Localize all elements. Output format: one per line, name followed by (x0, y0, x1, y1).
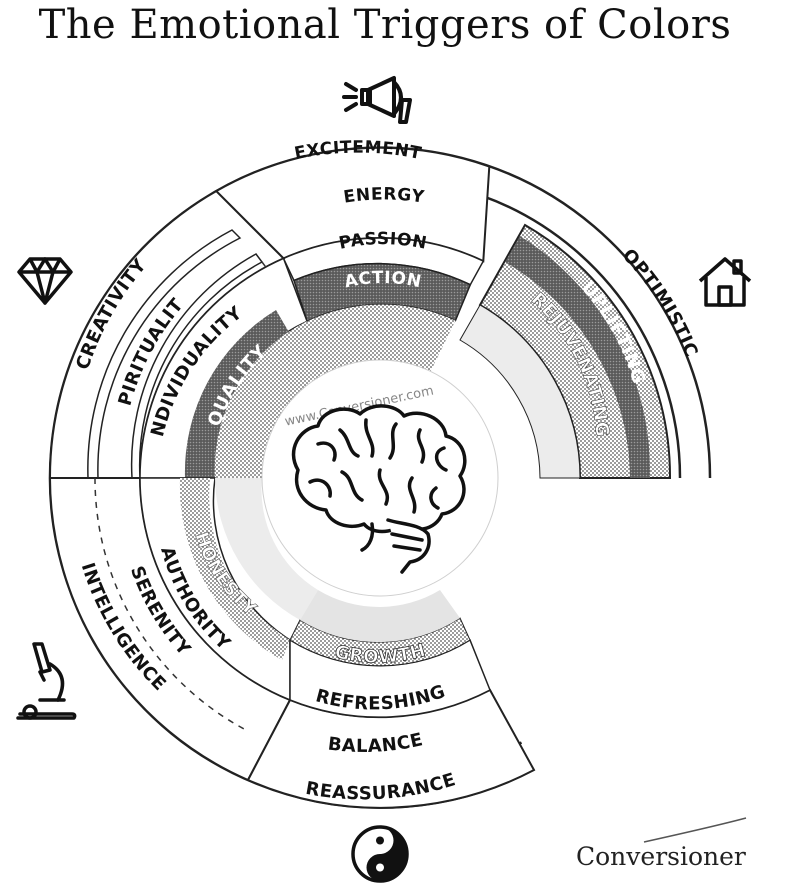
brand-swoosh (643, 817, 747, 843)
megaphone-icon (342, 76, 412, 124)
sector-blue (48, 477, 318, 782)
dashed-dividers (94, 261, 269, 731)
label-growth: GROWTH (333, 640, 428, 668)
sector-red (214, 146, 491, 372)
yin-yang-icon (351, 825, 409, 883)
sector-yellow (459, 223, 672, 479)
diamond-icon (17, 257, 73, 305)
microscope-icon (16, 642, 77, 720)
house-icon (698, 257, 752, 307)
brain-icon (291, 404, 467, 574)
brand-logo: Conversioner (576, 842, 746, 871)
page-title: The Emotional Triggers of Colors (38, 2, 732, 48)
label-energy: ENERGY (342, 184, 426, 207)
sector-green (246, 590, 536, 809)
